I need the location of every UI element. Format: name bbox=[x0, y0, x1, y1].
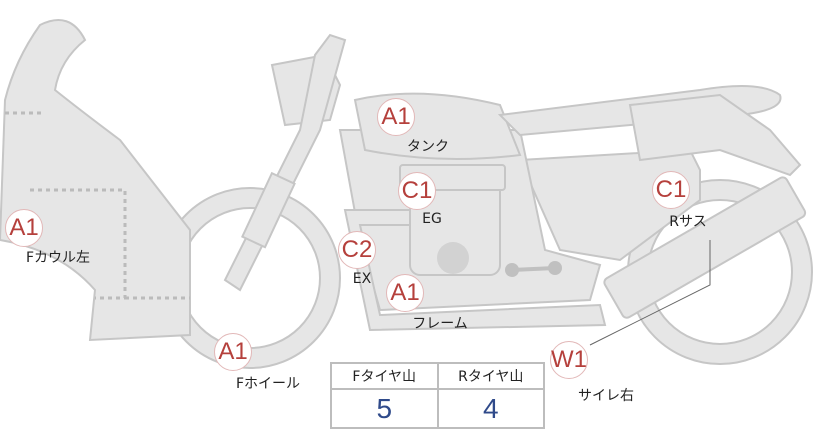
rear-fender bbox=[628, 93, 802, 177]
frame-grade-badge[interactable]: A1 bbox=[386, 274, 424, 312]
rear-suspension-grade-badge[interactable]: C1 bbox=[652, 171, 690, 209]
front-cowl bbox=[0, 19, 191, 342]
muffler bbox=[603, 176, 807, 319]
front-cowl-left-label: Fカウル左 bbox=[25, 250, 91, 266]
silencer-right-grade-badge[interactable]: W1 bbox=[550, 341, 588, 379]
rear-tire-value: 4 bbox=[436, 388, 545, 429]
front-wheel-label: Fホイール bbox=[235, 376, 301, 392]
engine-label: EG bbox=[422, 211, 442, 227]
exhaust-grade-badge[interactable]: C2 bbox=[338, 231, 376, 269]
exhaust-label: EX bbox=[352, 271, 372, 287]
front-cowl-left-grade-badge[interactable]: A1 bbox=[5, 209, 43, 247]
fork-tube bbox=[241, 171, 296, 249]
tank-grade-badge[interactable]: A1 bbox=[377, 98, 415, 136]
frame-label: フレーム bbox=[412, 316, 468, 332]
front-tire-header: Fタイヤ山 bbox=[330, 362, 439, 390]
engine-grade-badge[interactable]: C1 bbox=[398, 172, 436, 210]
front-tire-value: 5 bbox=[330, 388, 439, 429]
tire-tread-table: Fタイヤ山 Rタイヤ山 5 4 bbox=[330, 362, 545, 429]
front-wheel-grade-badge[interactable]: A1 bbox=[214, 333, 252, 371]
tank-label: タンク bbox=[407, 139, 449, 155]
rear-suspension-label: Rサス bbox=[669, 214, 707, 230]
silencer-right-label: サイレ右 bbox=[578, 388, 634, 404]
rear-tire-header: Rタイヤ山 bbox=[436, 362, 545, 390]
